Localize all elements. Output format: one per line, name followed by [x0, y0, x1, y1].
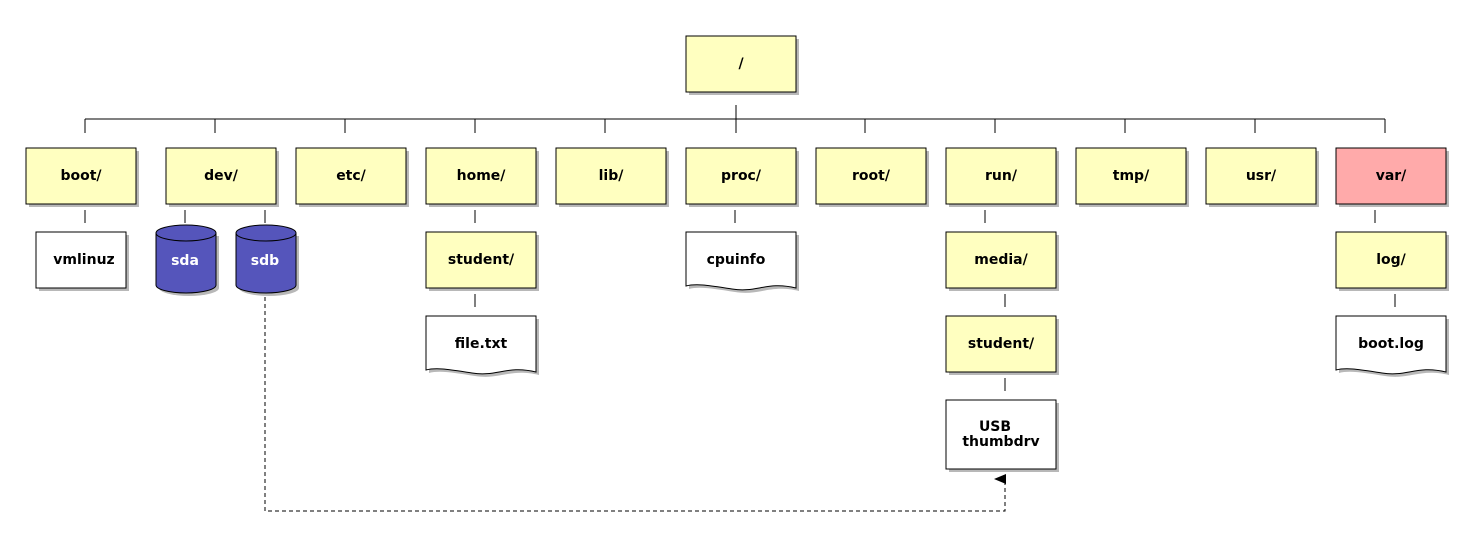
usb-thumbdrive-node: USB thumbdrv [945, 399, 1059, 472]
top-dir-run: run/ [945, 147, 1059, 207]
disk-sda: sda [155, 224, 219, 296]
connector-lines [84, 105, 1396, 512]
top-dir-label: usr/ [1246, 168, 1277, 184]
top-dir-home: home/ [425, 147, 539, 207]
usb-label-line1: USB [979, 419, 1011, 435]
file-label: boot.log [1358, 336, 1424, 352]
top-dir-tmp: tmp/ [1075, 147, 1189, 207]
disk-label: sda [171, 253, 199, 269]
file-file-txt: file.txt [425, 315, 539, 377]
top-dir-label: tmp/ [1113, 168, 1150, 184]
dir-media-student: student/ [945, 315, 1059, 375]
top-dir-label: boot/ [60, 168, 102, 184]
top-dir-dev: dev/ [165, 147, 279, 207]
top-dir-label: lib/ [599, 168, 625, 184]
usb-label-line2: thumbdrv [962, 434, 1039, 450]
file-label: cpuinfo [707, 252, 766, 268]
dir-home-student: student/ [425, 231, 539, 291]
root-label: / [738, 56, 744, 72]
top-dir-label: etc/ [336, 168, 366, 184]
top-dir-var: var/ [1335, 147, 1449, 207]
file-label: vmlinuz [53, 252, 114, 268]
dir-label: student/ [448, 252, 515, 268]
top-dir-label: dev/ [204, 168, 239, 184]
top-dir-label: home/ [457, 168, 507, 184]
dir-label: media/ [974, 252, 1028, 268]
file-boot-log: boot.log [1335, 315, 1449, 377]
disk-sdb: sdb [235, 224, 299, 296]
top-dir-label: proc/ [721, 168, 762, 184]
top-dir-label: var/ [1376, 168, 1407, 184]
disk-label: sdb [251, 253, 279, 269]
dir-run-media: media/ [945, 231, 1059, 291]
mount-arrow-sdb-to-usb [264, 297, 1006, 512]
dir-var-log: log/ [1335, 231, 1449, 291]
top-dir-label: run/ [985, 168, 1018, 184]
top-dir-lib: lib/ [555, 147, 669, 207]
top-dir-etc: etc/ [295, 147, 409, 207]
top-dir-proc: proc/ [685, 147, 799, 207]
file-cpuinfo: cpuinfo [685, 231, 799, 293]
top-dir-boot: boot/ [25, 147, 139, 207]
dir-label: student/ [968, 336, 1035, 352]
dir-label: log/ [1376, 252, 1406, 268]
root-node: / [685, 35, 799, 95]
top-dir-label: root/ [852, 168, 891, 184]
top-dir-usr: usr/ [1205, 147, 1319, 207]
file-vmlinuz: vmlinuz [35, 231, 129, 291]
file-label: file.txt [455, 336, 508, 352]
top-dir-root: root/ [815, 147, 929, 207]
